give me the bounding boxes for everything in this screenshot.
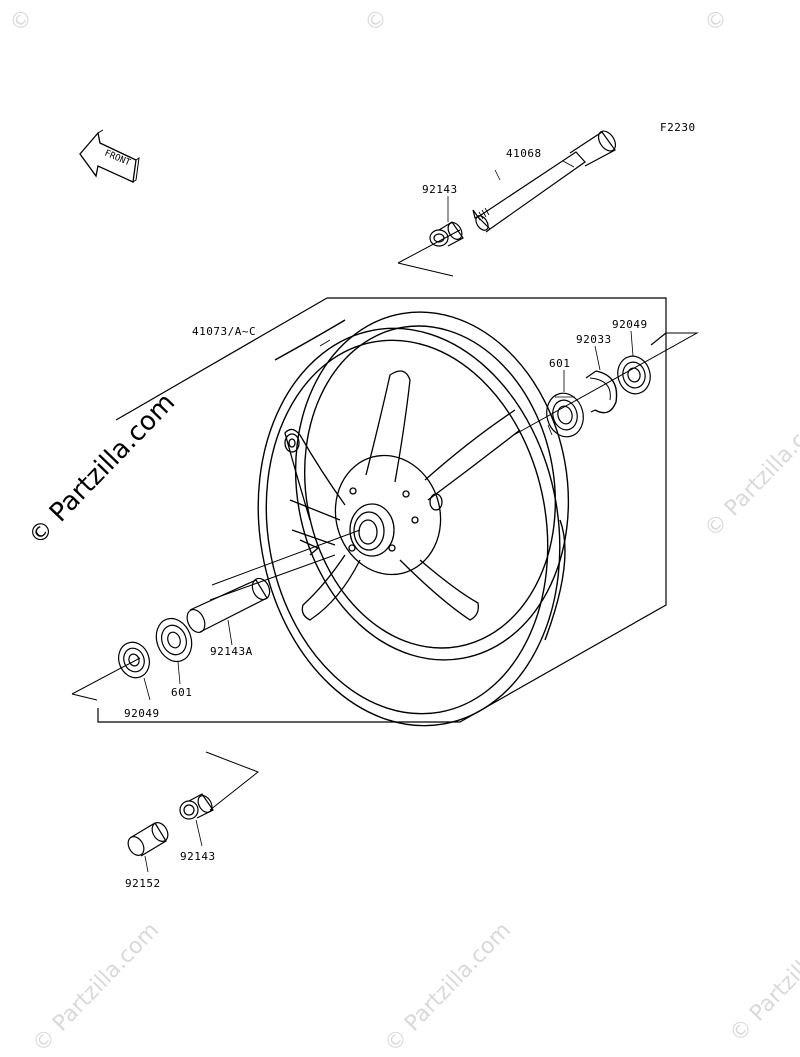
label-601-left: 601: [171, 686, 193, 699]
oil-seal-92049-left: [118, 641, 150, 679]
wheel-spokes: [284, 370, 521, 621]
collar-92143A: [186, 577, 271, 633]
label-92143-bottom: 92143: [180, 850, 216, 863]
spacer-92152: [127, 822, 169, 857]
label-92033: 92033: [576, 333, 612, 346]
wheel-hub: [334, 454, 442, 576]
front-arrow-icon: [79, 129, 140, 183]
label-41068: 41068: [506, 147, 542, 160]
axle-41068: [472, 130, 617, 233]
collar-92143-top: [429, 221, 464, 247]
oil-seal-92049-right: [617, 355, 651, 395]
label-41073: 41073/A~C: [192, 325, 257, 338]
wheel-assembly-frame: [97, 297, 667, 723]
label-92049-left: 92049: [124, 707, 160, 720]
wheel-rim: [257, 311, 570, 727]
circlip-92033: [585, 370, 618, 414]
bearing-601-right: [546, 392, 584, 438]
label-92143-top: 92143: [422, 183, 458, 196]
label-92152: 92152: [125, 877, 161, 890]
collar-92143-bottom: [179, 793, 214, 820]
label-92049-right: 92049: [612, 318, 648, 331]
bearing-601-left: [155, 617, 193, 663]
diagram-code: F2230: [660, 121, 696, 134]
label-601-right: 601: [549, 357, 571, 370]
label-92143A: 92143A: [210, 645, 253, 658]
